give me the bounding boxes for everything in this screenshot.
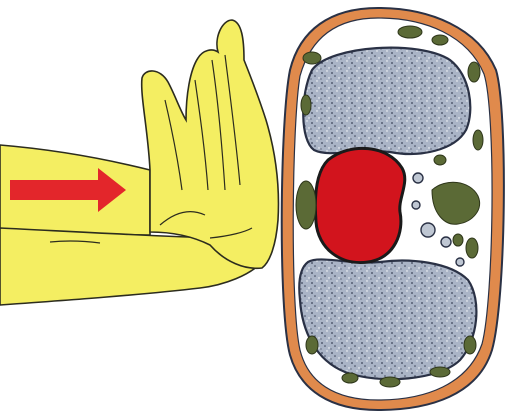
vessel xyxy=(421,223,435,237)
muscle-patch xyxy=(430,367,450,377)
muscle-patch xyxy=(342,373,358,383)
muscle-patch xyxy=(301,95,311,115)
muscle-patch xyxy=(453,234,463,246)
muscle-patch xyxy=(303,52,321,64)
muscle-patch xyxy=(306,336,318,354)
hand-icon xyxy=(0,20,278,305)
cross-section-icon xyxy=(282,8,504,410)
muscle-patch xyxy=(296,181,316,229)
muscle-patch xyxy=(466,238,478,258)
lower-bone xyxy=(299,259,476,379)
muscle-patch xyxy=(434,155,446,165)
muscle-patch xyxy=(468,62,480,82)
upper-bone xyxy=(303,48,470,154)
muscle-patch xyxy=(380,377,400,387)
vertebral-body xyxy=(315,148,404,262)
vessel xyxy=(441,237,451,247)
vessel xyxy=(413,173,423,183)
muscle-patch xyxy=(398,26,422,38)
muscle-patch xyxy=(473,130,483,150)
muscle-patch xyxy=(432,35,448,45)
vessel xyxy=(456,258,464,266)
palm xyxy=(142,20,279,268)
vessel xyxy=(412,201,420,209)
muscle-patch xyxy=(464,336,476,354)
